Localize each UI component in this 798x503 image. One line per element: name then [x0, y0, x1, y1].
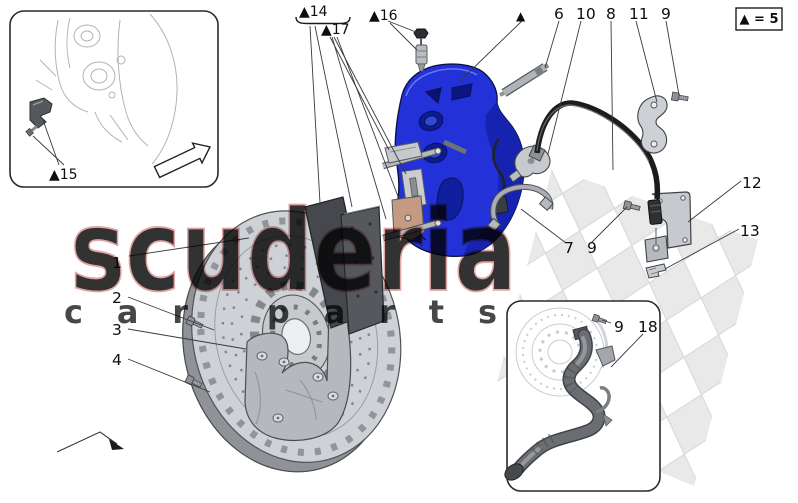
callout-18[interactable]: 18 — [638, 318, 658, 336]
callout-1[interactable]: 1 — [112, 254, 122, 272]
callout-9b[interactable]: 9 — [587, 239, 597, 257]
clamp-part-15 — [29, 97, 53, 129]
callout-4[interactable]: 4 — [112, 351, 122, 369]
callout-12[interactable]: 12 — [742, 174, 762, 192]
retaining-clip — [645, 263, 667, 279]
legend-box: ▲ = 5 — [735, 7, 783, 31]
callout-11[interactable]: 11 — [629, 5, 649, 23]
callout-2[interactable]: 2 — [112, 289, 122, 307]
callout-10[interactable]: 10 — [576, 5, 596, 23]
brace-14 — [295, 16, 351, 25]
callout-3[interactable]: 3 — [112, 321, 122, 339]
bracket-screw-9a — [670, 91, 689, 104]
callout-triangle-5[interactable]: ▲ — [516, 9, 526, 23]
callout-16[interactable]: ▲16 — [369, 8, 398, 24]
bleed-screw — [413, 28, 429, 72]
brake-hose-long — [528, 100, 663, 225]
callout-7[interactable]: 7 — [564, 239, 574, 257]
inset-knuckle-view — [9, 10, 219, 188]
callout-15[interactable]: ▲15 — [49, 167, 78, 183]
legend-text: ▲ = 5 — [740, 12, 779, 27]
callout-9a[interactable]: 9 — [661, 5, 671, 23]
brake-hose-short — [487, 183, 554, 232]
rotation-arrow — [56, 431, 124, 453]
brand-watermark: scuderia car parts — [64, 186, 527, 331]
direction-arrow — [153, 142, 212, 179]
leader-lines — [127, 18, 742, 393]
callout-17[interactable]: ▲17 — [321, 22, 350, 38]
pad-retainer-hardware — [382, 141, 442, 242]
callout-8[interactable]: 8 — [606, 5, 616, 23]
hose-support-bracket — [637, 95, 668, 154]
brake-cooling-duct — [504, 325, 616, 481]
pad-pin — [499, 62, 550, 97]
brake-pads — [304, 196, 385, 335]
callout-6[interactable]: 6 — [554, 5, 564, 23]
watermark-subtitle: car parts — [64, 293, 527, 331]
callout-14[interactable]: ▲14 — [299, 4, 328, 20]
callout-13[interactable]: 13 — [740, 222, 760, 240]
clamp-bolt-15 — [25, 125, 38, 137]
watermark-title: scuderia — [70, 187, 517, 317]
callout-9c[interactable]: 9 — [614, 318, 624, 336]
inset-duct-view — [504, 300, 661, 492]
dust-shield — [244, 301, 352, 441]
